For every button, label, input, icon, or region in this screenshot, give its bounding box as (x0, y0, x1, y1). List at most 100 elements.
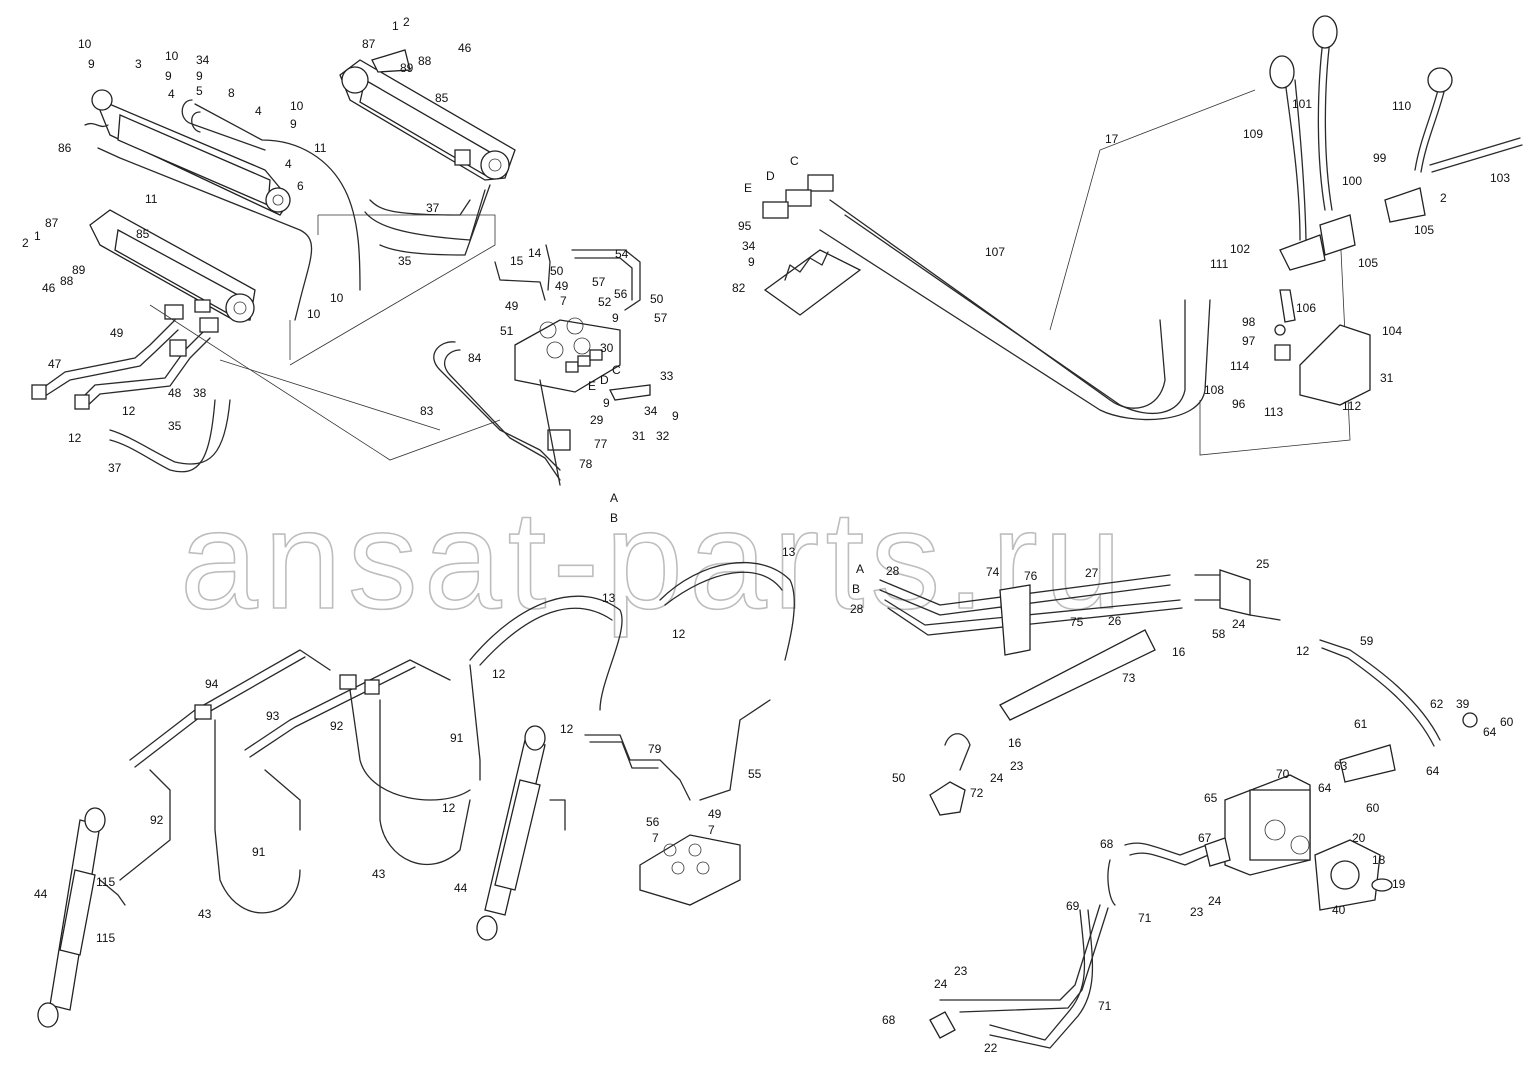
callout-70: 70 (1276, 767, 1290, 781)
callout-68-a: 68 (1100, 837, 1114, 851)
callout-99: 99 (1373, 151, 1387, 165)
callout-52: 52 (598, 295, 612, 309)
callout-56-a: 56 (614, 287, 628, 301)
callout-9-c: 9 (196, 69, 203, 83)
callout-3: 3 (135, 57, 142, 71)
callout-26: 26 (1108, 614, 1122, 628)
callout-76: 76 (1024, 569, 1038, 583)
callout-55: 55 (748, 767, 762, 781)
callout-2-a: 2 (403, 15, 410, 29)
callout-48: 48 (168, 386, 182, 400)
callout-12-b: 12 (68, 431, 82, 445)
callout-47: 47 (48, 357, 62, 371)
callout-108: 108 (1204, 383, 1224, 397)
tilt-cylinder-right (339, 49, 516, 256)
callout-port-b-top: B (610, 511, 618, 525)
callout-71-b: 71 (1098, 999, 1112, 1013)
callout-39: 39 (1456, 697, 1470, 711)
callout-60-b: 60 (1366, 801, 1380, 815)
callout-13-b: 13 (602, 591, 616, 605)
front-hose-routing (119, 561, 795, 914)
callout-105-a: 105 (1414, 223, 1434, 237)
callout-50-b: 50 (650, 292, 664, 306)
callout-9-g: 9 (672, 409, 679, 423)
callout-49-b: 49 (555, 279, 569, 293)
callout-12-g: 12 (1296, 644, 1310, 658)
callout-12-c: 12 (672, 627, 686, 641)
callout-16-a: 16 (1172, 645, 1186, 659)
callout-port-a-bottom: A (856, 562, 864, 576)
callout-9-h: 9 (748, 255, 755, 269)
callout-59: 59 (1360, 634, 1374, 648)
callout-labels: 10 9 3 10 9 34 9 5 4 8 4 10 9 86 4 11 6 … (22, 15, 1514, 1055)
callout-16-b: 16 (1008, 736, 1022, 750)
callout-84: 84 (468, 351, 482, 365)
callout-64-b: 64 (1426, 764, 1440, 778)
callout-35-b: 35 (168, 419, 182, 433)
callout-4-b: 4 (255, 104, 262, 118)
pump-and-suction-hoses (929, 774, 1393, 1049)
callout-64-a: 64 (1483, 725, 1497, 739)
callout-29: 29 (590, 413, 604, 427)
callout-109: 109 (1243, 127, 1263, 141)
callout-37-b: 37 (108, 461, 122, 475)
callout-44-b: 44 (454, 881, 468, 895)
callout-port-b-bottom: B (852, 582, 860, 596)
callout-63: 63 (1334, 759, 1348, 773)
callout-60-a: 60 (1500, 715, 1514, 729)
callout-23-a: 23 (1010, 759, 1024, 773)
callout-100: 100 (1342, 174, 1362, 188)
callout-15: 15 (510, 254, 524, 268)
callout-12-f: 12 (442, 801, 456, 815)
callout-23-b: 23 (1190, 905, 1204, 919)
callout-17: 17 (1105, 132, 1119, 146)
callout-cable-d: D (766, 169, 775, 183)
callout-72: 72 (970, 786, 984, 800)
callout-12-e: 12 (560, 722, 574, 736)
callout-97: 97 (1242, 334, 1256, 348)
callout-6: 6 (297, 179, 304, 193)
callout-20: 20 (1352, 831, 1366, 845)
callout-49-c: 49 (505, 299, 519, 313)
callout-33: 33 (660, 369, 674, 383)
callout-87-b: 87 (45, 216, 59, 230)
callout-85-b: 85 (136, 227, 150, 241)
callout-92-a: 92 (330, 719, 344, 733)
callout-9-f: 9 (603, 396, 610, 410)
callout-89-b: 89 (72, 263, 86, 277)
callout-102: 102 (1230, 242, 1250, 256)
callout-4-c: 4 (285, 157, 292, 171)
callout-24-d: 24 (934, 977, 948, 991)
callout-85-a: 85 (435, 91, 449, 105)
callout-5: 5 (196, 84, 203, 98)
callout-19: 19 (1392, 877, 1406, 891)
callout-valve-d: D (600, 373, 609, 387)
callout-71-a: 71 (1138, 911, 1152, 925)
callout-31-a: 31 (632, 429, 646, 443)
callout-78: 78 (579, 457, 593, 471)
callout-1-a: 1 (392, 19, 399, 33)
callout-24-b: 24 (990, 771, 1004, 785)
callout-2-c: 2 (1440, 191, 1447, 205)
callout-51: 51 (500, 324, 514, 338)
callout-7-a: 7 (560, 294, 567, 308)
callout-65: 65 (1204, 791, 1218, 805)
assembly-guide-lines (149, 89, 1351, 461)
callout-28-a: 28 (886, 564, 900, 578)
callout-27: 27 (1085, 566, 1099, 580)
callout-93: 93 (266, 709, 280, 723)
callout-43-a: 43 (372, 867, 386, 881)
callout-28-b: 28 (850, 602, 864, 616)
control-valve-bottom (639, 834, 741, 906)
control-valve-top (433, 244, 651, 486)
callout-67: 67 (1198, 831, 1212, 845)
callout-62: 62 (1430, 697, 1444, 711)
callout-40: 40 (1332, 903, 1346, 917)
callout-11-a: 11 (314, 141, 327, 155)
callout-92-b: 92 (150, 813, 164, 827)
callout-110: 110 (1392, 99, 1411, 113)
callout-96: 96 (1232, 397, 1246, 411)
callout-89-a: 89 (400, 61, 414, 75)
callout-88-a: 88 (418, 54, 432, 68)
